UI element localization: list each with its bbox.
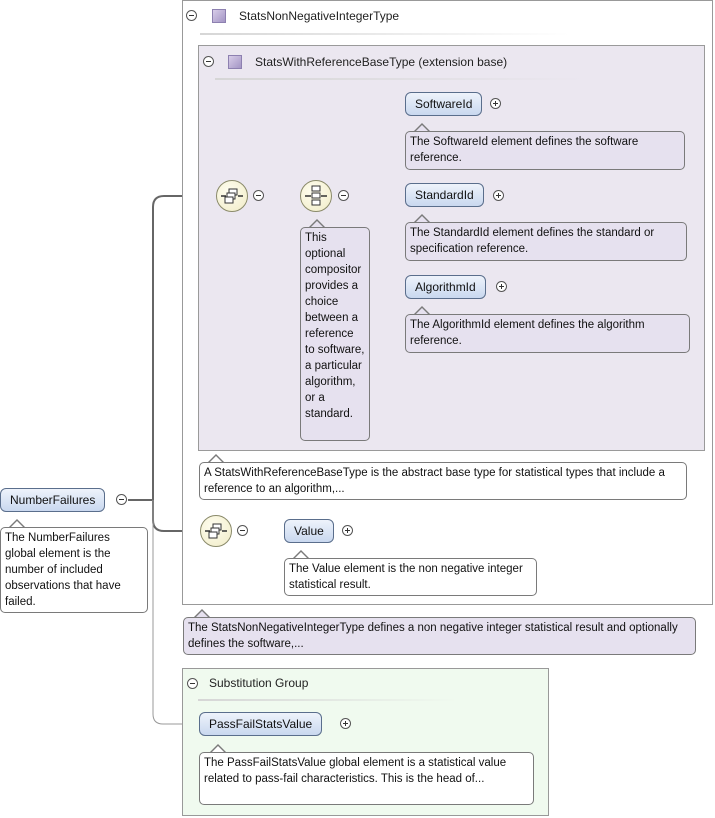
outer-type-title-underline bbox=[200, 33, 570, 35]
substitution-group-collapse-icon[interactable] bbox=[187, 678, 198, 689]
sequence-compositor-icon[interactable] bbox=[216, 180, 248, 212]
element-algorithm-id[interactable]: AlgorithmId bbox=[405, 275, 486, 299]
connector-to-substitution bbox=[152, 500, 199, 725]
software-id-expand-icon[interactable] bbox=[490, 98, 501, 109]
outer-type-collapse-icon[interactable] bbox=[186, 10, 197, 21]
algorithm-id-expand-icon[interactable] bbox=[496, 281, 507, 292]
sequence-compositor-icon[interactable] bbox=[200, 515, 232, 547]
number-failures-collapse-icon[interactable] bbox=[116, 494, 127, 505]
sequence-collapse-icon[interactable] bbox=[253, 190, 264, 201]
outer-type-description: The StatsNonNegativeIntegerType defines … bbox=[183, 617, 696, 655]
inner-type-collapse-icon[interactable] bbox=[203, 56, 214, 67]
element-standard-id[interactable]: StandardId bbox=[405, 183, 484, 207]
inner-type-title: StatsWithReferenceBaseType (extension ba… bbox=[255, 55, 508, 69]
choice-compositor-icon[interactable] bbox=[300, 180, 332, 212]
element-pass-fail-stats-value[interactable]: PassFailStatsValue bbox=[199, 712, 323, 736]
value-sequence-collapse-icon[interactable] bbox=[237, 525, 248, 536]
standard-id-expand-icon[interactable] bbox=[493, 190, 504, 201]
type-icon bbox=[228, 55, 242, 69]
substitution-group-title-underline bbox=[198, 699, 458, 701]
element-software-id[interactable]: SoftwareId bbox=[405, 92, 483, 116]
algorithm-id-description: The AlgorithmId element defines the algo… bbox=[405, 314, 690, 353]
outer-type-title: StatsNonNegativeIntegerType bbox=[239, 9, 400, 23]
choice-collapse-icon[interactable] bbox=[338, 190, 349, 201]
connector-root-to-sequence bbox=[152, 195, 216, 500]
inner-type-title-underline bbox=[215, 78, 585, 80]
pass-fail-stats-value-expand-icon[interactable] bbox=[340, 718, 351, 729]
value-expand-icon[interactable] bbox=[342, 525, 353, 536]
inner-type-description: A StatsWithReferenceBaseType is the abst… bbox=[199, 462, 687, 500]
software-id-description: The SoftwareId element defines the softw… bbox=[405, 131, 685, 170]
element-value[interactable]: Value bbox=[284, 519, 334, 543]
pass-fail-stats-value-description: The PassFailStatsValue global element is… bbox=[199, 752, 534, 805]
substitution-group-title: Substitution Group bbox=[209, 676, 309, 690]
type-icon bbox=[212, 9, 226, 23]
choice-compositor-description: This optional compositor provides a choi… bbox=[300, 227, 370, 441]
number-failures-description: The NumberFailures global element is the… bbox=[0, 527, 148, 613]
standard-id-description: The StandardId element defines the stand… bbox=[405, 222, 687, 261]
element-number-failures[interactable]: NumberFailures bbox=[0, 488, 106, 512]
value-description: The Value element is the non negative in… bbox=[284, 558, 537, 596]
